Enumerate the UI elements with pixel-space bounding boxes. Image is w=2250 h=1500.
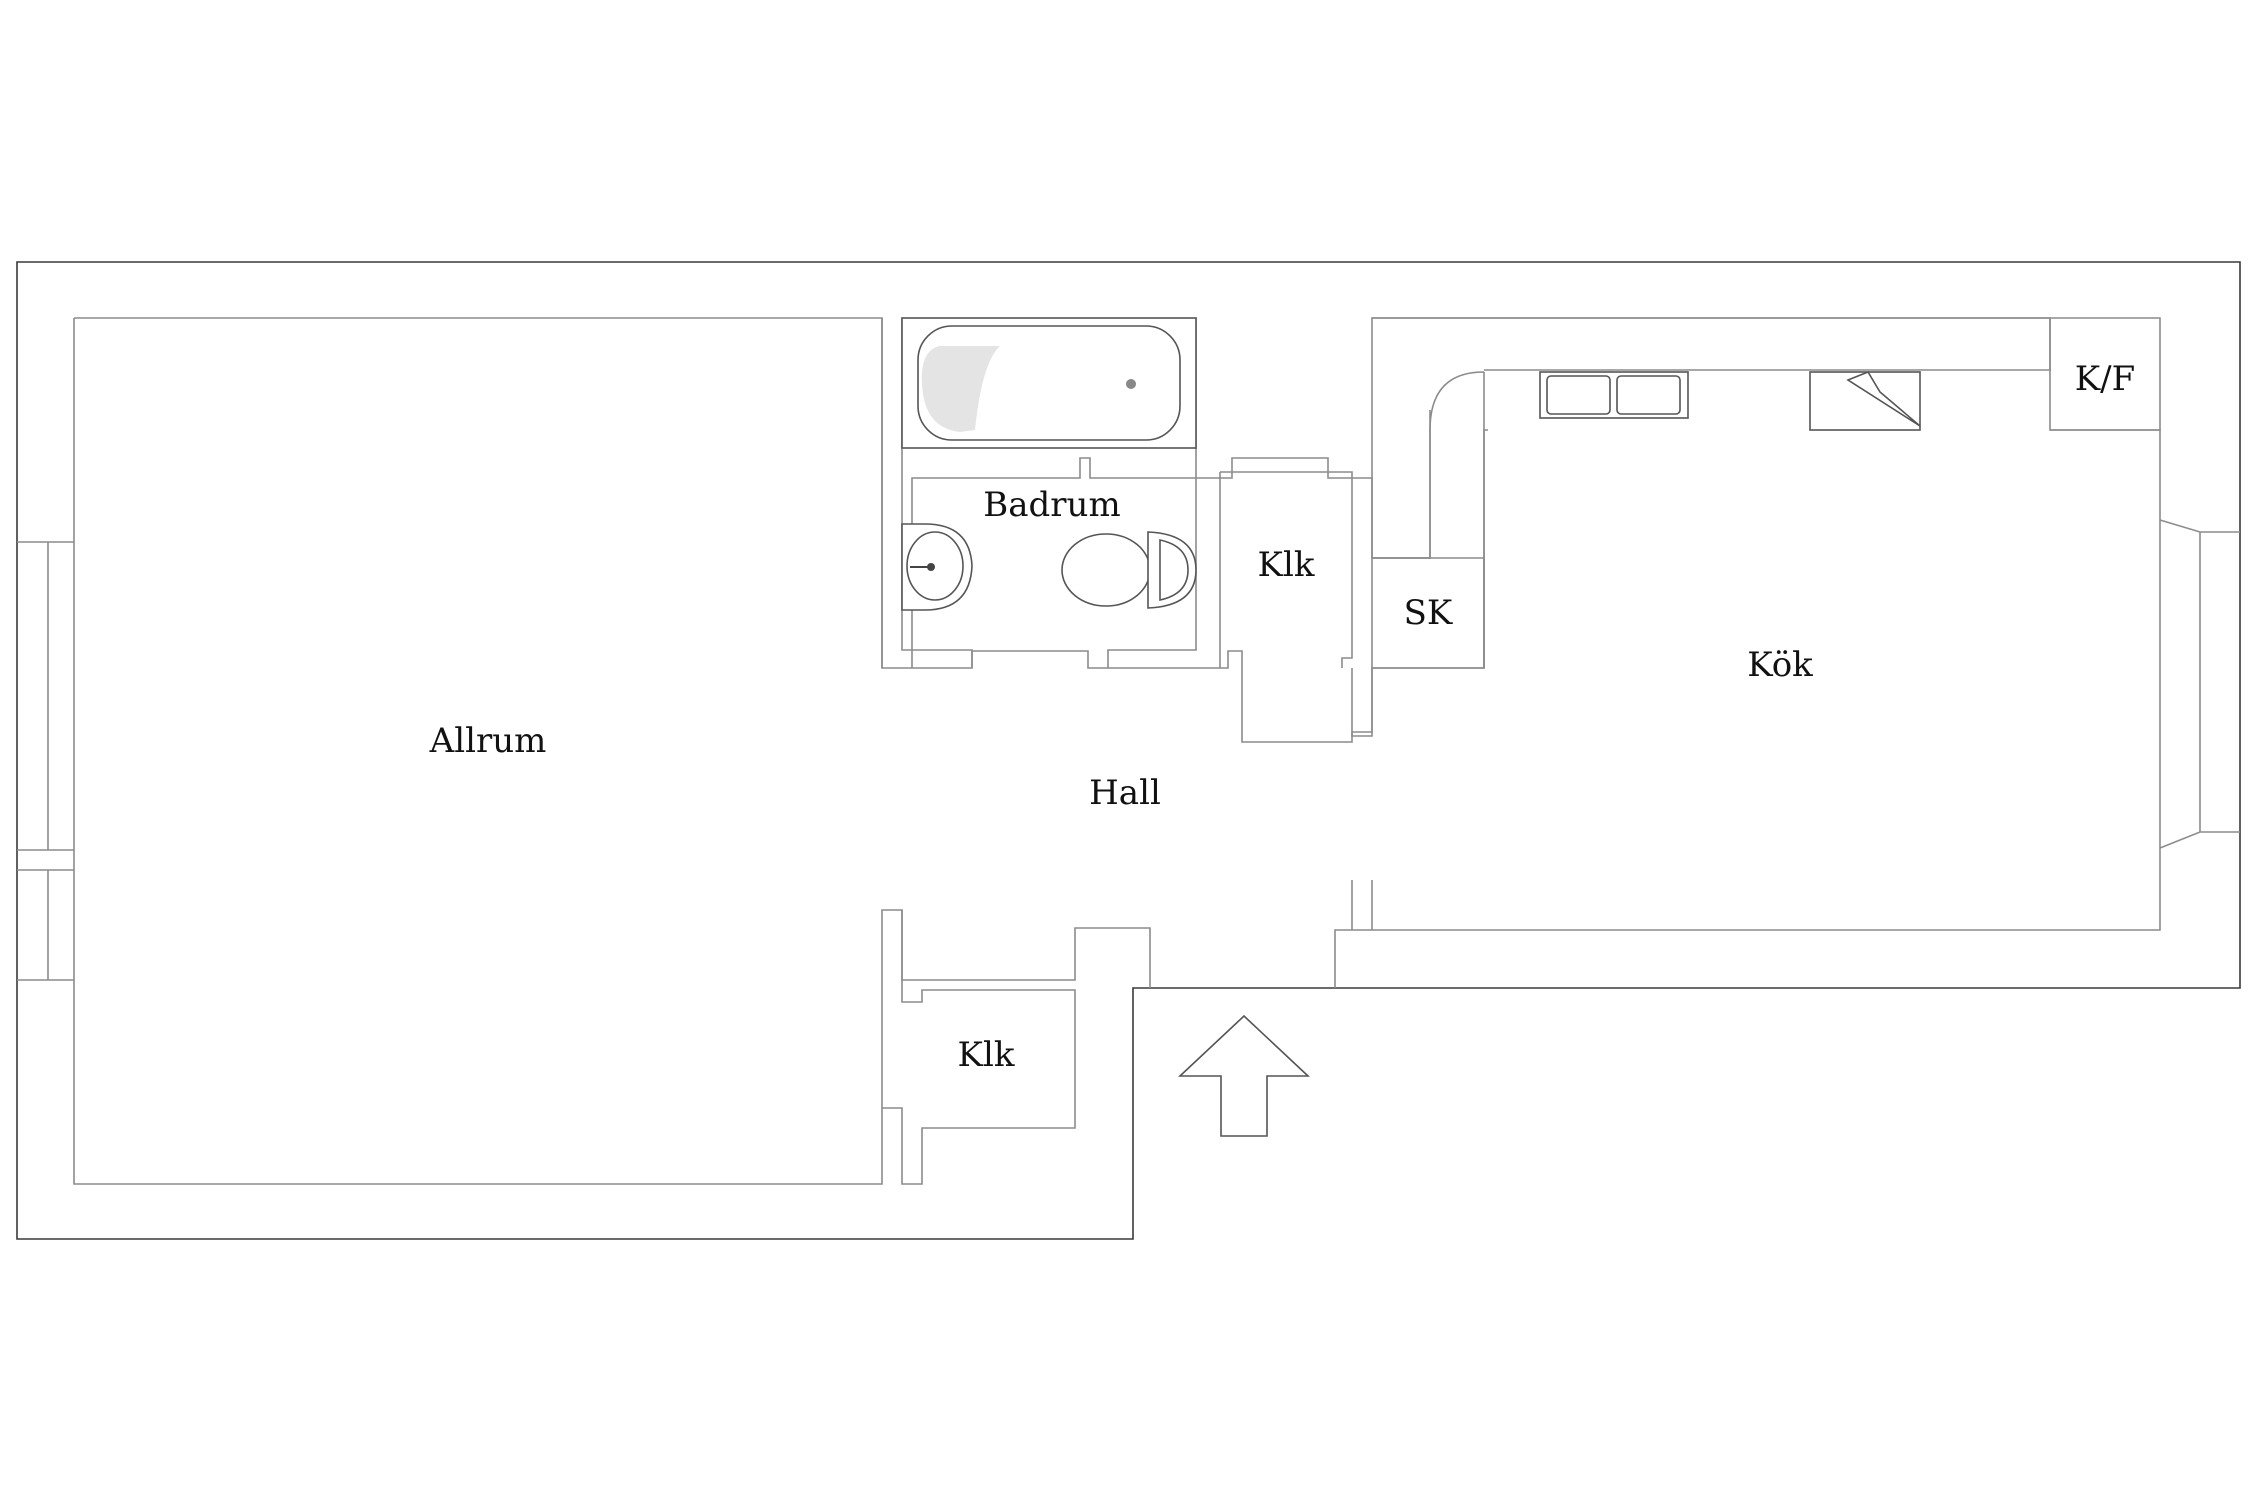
sink	[901, 523, 973, 611]
room-label-kok: Kök	[1747, 645, 1813, 685]
kitchen-appliance	[1809, 371, 1921, 431]
toilet	[1061, 531, 1197, 609]
room-label-klk-lower: Klk	[958, 1035, 1015, 1075]
klk-upper-wall	[1219, 471, 1353, 668]
room-label-sk: SK	[1404, 593, 1453, 633]
sk-wall	[1372, 557, 1485, 669]
allrum-wall-right-lower	[901, 910, 1151, 988]
badrum-wall	[901, 318, 1197, 668]
room-label-kf: K/F	[2075, 359, 2135, 399]
room-label-allrum: Allrum	[429, 721, 547, 761]
room-label-hall: Hall	[1089, 773, 1161, 813]
kf-wall	[2050, 317, 2161, 431]
right-window	[2159, 519, 2240, 849]
bathtub	[901, 317, 1197, 449]
kitchen-sink	[1539, 371, 1689, 419]
room-label-badrum: Badrum	[983, 485, 1120, 525]
room-label-klk-upper: Klk	[1258, 545, 1315, 585]
left-window	[17, 541, 74, 981]
kitchen-counter	[1372, 317, 2051, 668]
entrance-arrow	[1177, 1014, 1311, 1137]
outer-wall	[16, 261, 2241, 1240]
allrum-wall	[74, 317, 1373, 743]
